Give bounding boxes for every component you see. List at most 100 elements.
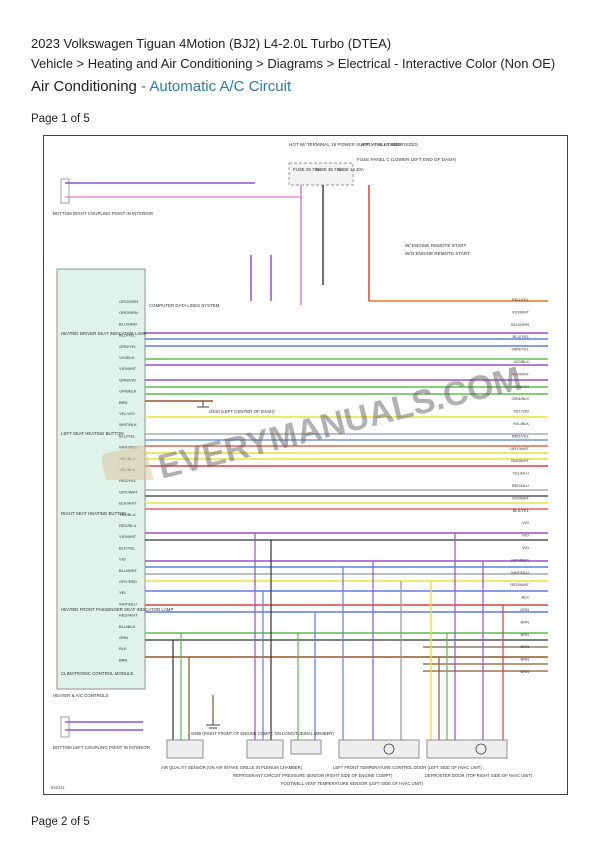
right-wire-label: RED/YEL (512, 433, 530, 438)
left-wire-label: BLU/WHT (119, 568, 138, 573)
left-wire-label: RED/BLU (119, 523, 136, 528)
module-part-1: HEATED DRIVER SEAT INDICATOR LAMP (61, 331, 147, 336)
air-quality-sensor-box (166, 739, 204, 759)
right-wire-label: GRN/YEL (511, 347, 529, 352)
left-wire-label: RED/WHT (119, 613, 138, 618)
left-wire-label: GRN/VIO (119, 377, 136, 382)
left-wire-label: BLU/YEL (119, 333, 136, 338)
component-air-quality: AIR QUALITY SENSOR (ON AIR INTAKE GRILLE… (161, 765, 303, 770)
module-part-4: HEATED FRONT PASSENGER SEAT INDICATOR LA… (61, 607, 173, 612)
component-footwell-sensor: FOOTWELL VENT TEMPERATURE SENSOR (LEFT S… (281, 781, 423, 786)
right-wire-label: VIO (522, 533, 529, 538)
left-wire-label: BRN (119, 657, 128, 662)
footwell-sensor-box (290, 739, 322, 755)
right-wire-label: YEL/BLU (513, 471, 530, 476)
label-bottom-right-coupling: BOTTOM RIGHT COUPLING POINT IN INTERIOR (53, 211, 153, 216)
breadcrumb: Vehicle > Heating and Air Conditioning >… (31, 56, 556, 71)
right-wire-label: RED/YEL (512, 297, 530, 302)
right-wire-label: RED/WHT (510, 582, 529, 587)
left-wire-label: WHT/RED (119, 445, 138, 450)
title-separator: - (136, 78, 150, 95)
left-wire-label: RED/YEL (119, 478, 137, 483)
label-hot-all: HOT AT ALL TIMES (361, 142, 401, 147)
module-part-3: RIGHT SEAT HEATING BUTTON (61, 511, 126, 516)
right-wire-label: BLU/GRN (511, 322, 529, 327)
left-wire-label: VIO (119, 557, 126, 562)
label-fuse-a: FUSE 29 7.5A (293, 167, 321, 172)
wiring-diagram: HOT W/ TERMINAL 15 POWER SUPPLY RELAY EN… (51, 142, 548, 790)
left-wire-label: VIO/WHT (119, 534, 137, 539)
left-wire-label: GRN/YEL (119, 344, 137, 349)
left-wire-label: GRY/WHT (119, 489, 138, 494)
right-wire-label: VIO (522, 520, 529, 525)
right-wire-label: RED/BLU (512, 483, 529, 488)
page-title: Air Conditioning - Automatic A/C Circuit (31, 78, 291, 95)
left-wire-label: GRN (119, 635, 128, 640)
left-wire-label: ORG/GRN (119, 299, 138, 304)
label-fuse-c: FUSE 14 40A (337, 167, 364, 172)
right-wire-label: BRN (521, 657, 530, 662)
left-wire-label: BLU/BLK (119, 624, 136, 629)
page-indicator-bottom: Page 2 of 5 (31, 816, 90, 828)
right-wire-label: BRN (521, 644, 530, 649)
left-wire-label: YEL (119, 590, 127, 595)
section-title: Air Conditioning (31, 78, 137, 95)
label-g510: G510 (LEFT CENTER OF DASH) (209, 409, 275, 414)
left-wire-label: ORG/BRN (119, 310, 138, 315)
left-wire-label: BLU/GRN (119, 321, 137, 326)
label-g655: G655 (RIGHT FRONT OF ENGINE COMPT, ON LO… (191, 731, 334, 736)
left-wire-label: YEL/BLU (119, 512, 136, 517)
module-part-2: LEFT SEAT HEATING BUTTON (61, 431, 124, 436)
right-wire-label: VIO/WHT (512, 371, 530, 376)
left-wire-label: WHT/BLU (119, 601, 137, 606)
component-pressure-sensor: REFRIGERANT CIRCUIT PRESSURE SENSOR (RIG… (233, 773, 393, 778)
label-bottom-left-coupling: BOTTOM LEFT COUPLING POINT IN INTERIOR (53, 745, 150, 750)
right-wire-label: BRN (521, 669, 530, 674)
right-wire-label: GRY/WHT (510, 446, 529, 451)
left-wire-label: BLK/WHT (119, 501, 137, 506)
left-wire-label: VIO/WHT (119, 366, 137, 371)
component-temp-door: LEFT FRONT TEMPERATURE CONTROL DOOR (LEF… (333, 765, 482, 770)
temp-door-box (338, 739, 420, 759)
right-wire-label: VIO (522, 545, 529, 550)
right-wire-label: GRY/RED (511, 557, 529, 562)
right-wire-label: VIO/WHT (512, 495, 530, 500)
watermark-text: EVERYMANUALS.COM (154, 359, 525, 480)
right-wire-label: BLK/WHT (511, 458, 529, 463)
left-wire-label: GRN/BLK (119, 389, 137, 394)
right-wire-label: YEL/BLK (513, 421, 530, 426)
right-wire-labels: RED/YEL VIO/WHT BLU/GRN BLU/YEL GRN/YEL VIO/B… (510, 297, 530, 674)
component-defroster-door: DEFROSTER DOOR (TOP RIGHT SIDE OF HVAC U… (425, 773, 533, 778)
subsection-link[interactable]: Automatic A/C Circuit (149, 78, 292, 95)
left-wire-label: GRY/RED (119, 579, 137, 584)
legend-no-remote-start: W/O ENGINE REMOTE START (405, 251, 470, 256)
right-wire-label: GRN/VIO (512, 384, 529, 389)
defroster-door-box (426, 739, 508, 759)
left-wire-label: BLK/YEL (119, 545, 136, 550)
right-wire-label: VIO/BLK (513, 359, 529, 364)
watermark-logo-icon (101, 445, 155, 480)
label-computer-lines: COMPUTER DATA LINES SYSTEM (149, 303, 220, 308)
label-fuse-b: FUSE 39 7.5A (315, 167, 343, 172)
right-wire-label: YEL/VIO (513, 409, 529, 414)
left-wire-label: BLK (119, 646, 127, 651)
left-wire-label: BLU/YEL (119, 433, 136, 438)
right-wire-label: BLU/YEL (513, 334, 530, 339)
right-wire-label: WHT/BLU (511, 570, 529, 575)
label-hot-relay: HOT W/ TERMINAL 15 POWER SUPPLY RELAY EN… (289, 142, 418, 147)
legend-remote-start: W/ ENGINE REMOTE START (405, 243, 467, 248)
right-wire-label: GRN/BLK (511, 396, 529, 401)
wire-bundle (145, 332, 548, 672)
fuse-panel-box (288, 162, 354, 186)
diagram-id: 942311 (51, 785, 65, 790)
left-wire-labels: ORG/GRNORG/BRNBLU/GRNBLU/YELGRN/YELVIO/B… (119, 299, 138, 662)
right-wire-label: VIO/WHT (512, 309, 530, 314)
right-wire-label: BRN (521, 619, 530, 624)
left-wire-label: YEL/VIO (119, 411, 135, 416)
right-wire-label: BRN (521, 632, 530, 637)
right-wire-label: BLK (521, 595, 529, 600)
pressure-sensor-box (246, 739, 284, 759)
left-wire-label: WHT/BLK (119, 422, 137, 427)
right-wire-label: BLK/YEL (513, 508, 530, 513)
label-heater-ac: HEATER & A/C CONTROLS (53, 693, 109, 698)
